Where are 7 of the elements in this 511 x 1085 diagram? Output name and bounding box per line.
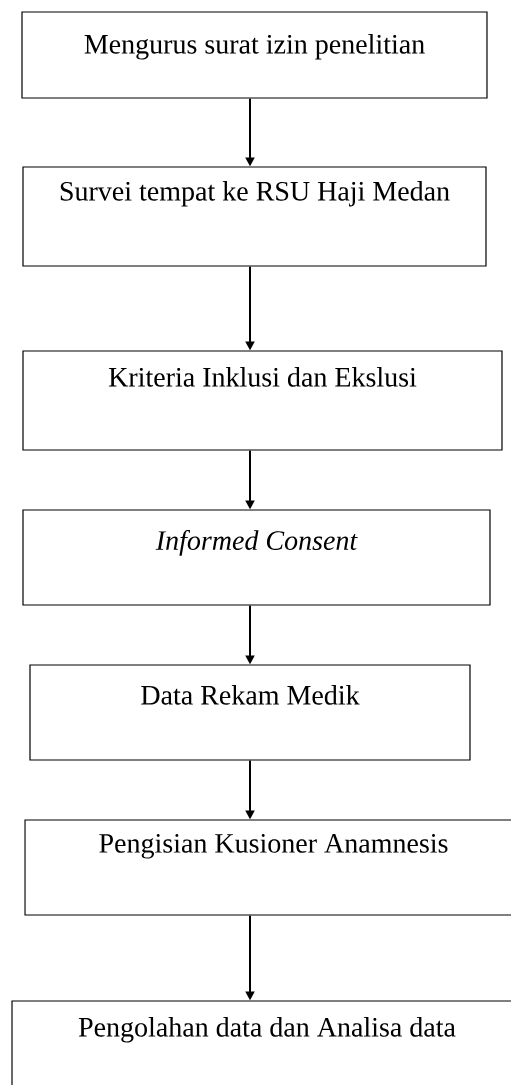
process-box: Pengolahan data dan Analisa data bbox=[11, 1000, 511, 1085]
process-box: Pengisian Kusioner Anamnesis bbox=[24, 819, 511, 916]
process-box: Mengurus surat izin penelitian bbox=[21, 11, 488, 99]
process-box: Survei tempat ke RSU Haji Medan bbox=[22, 166, 487, 267]
process-box: Informed Consent bbox=[22, 509, 491, 606]
process-box: Kriteria Inklusi dan Ekslusi bbox=[22, 350, 503, 451]
process-box: Data Rekam Medik bbox=[29, 664, 471, 761]
